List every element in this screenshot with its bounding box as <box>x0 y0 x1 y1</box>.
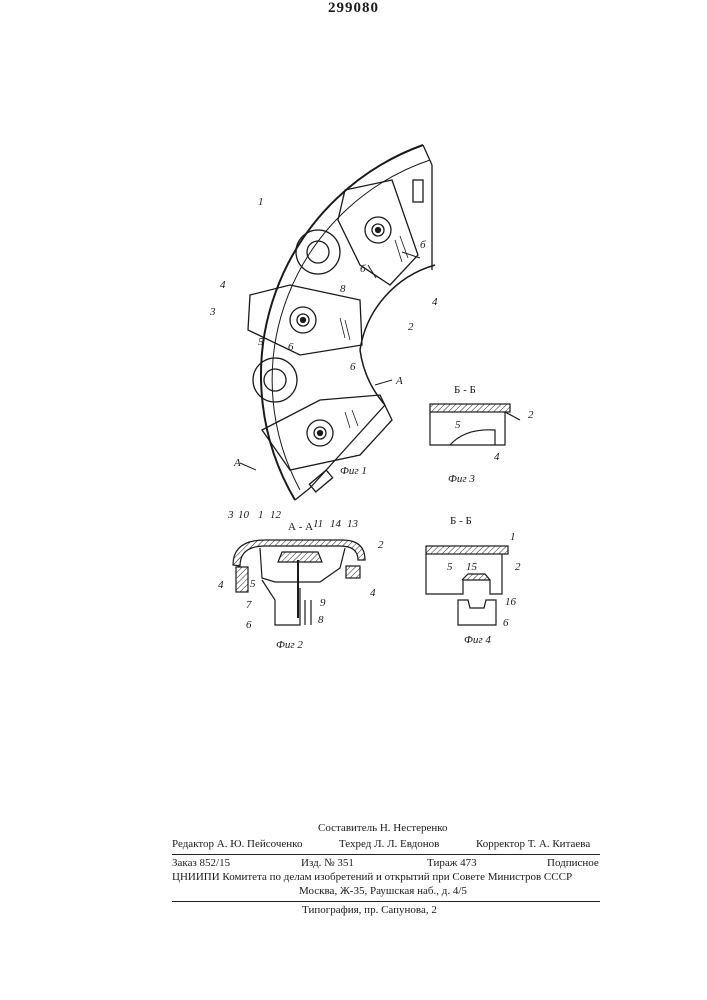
imprint-printing: Типография, пр. Сапунова, 2 <box>302 904 437 916</box>
svg-text:11: 11 <box>313 518 323 530</box>
figure-3 <box>430 404 520 445</box>
imprint-order: Заказ 852/15 <box>172 857 230 869</box>
svg-text:16: 16 <box>505 596 517 608</box>
figure-2-section-title: А - А <box>288 521 313 533</box>
svg-text:5: 5 <box>250 578 256 590</box>
svg-text:7: 7 <box>246 599 252 611</box>
svg-text:б: б <box>420 239 426 251</box>
imprint-circulation: Тираж 473 <box>427 857 477 869</box>
imprint-rule-bottom <box>172 901 600 902</box>
svg-text:2: 2 <box>515 561 521 573</box>
imprint-techred: Техред Л. Л. Евдонов <box>339 838 439 850</box>
svg-text:8: 8 <box>340 283 346 295</box>
svg-text:4: 4 <box>218 579 224 591</box>
imprint-edition: Изд. № 351 <box>301 857 354 869</box>
svg-text:6: 6 <box>246 619 252 631</box>
svg-text:2: 2 <box>528 409 534 421</box>
figure-3-caption: Фиг 3 <box>448 473 475 485</box>
svg-text:1: 1 <box>258 196 264 208</box>
imprint-institute: ЦНИИПИ Комитета по делам изобретений и о… <box>172 871 572 883</box>
svg-text:А: А <box>233 457 241 469</box>
svg-text:1: 1 <box>258 509 264 521</box>
svg-text:12: 12 <box>270 509 282 521</box>
svg-text:15: 15 <box>466 561 478 573</box>
svg-text:3: 3 <box>227 509 234 521</box>
svg-text:6: 6 <box>288 341 294 353</box>
svg-text:2: 2 <box>408 321 414 333</box>
svg-text:б: б <box>360 263 366 275</box>
figure-4 <box>426 546 508 625</box>
imprint-corrector: Корректор Т. А. Китаева <box>476 838 590 850</box>
svg-text:6: 6 <box>503 617 509 629</box>
svg-text:А: А <box>395 375 403 387</box>
svg-text:5: 5 <box>447 561 453 573</box>
svg-text:3: 3 <box>209 306 216 318</box>
imprint-rule-top <box>172 854 600 855</box>
svg-text:4: 4 <box>432 296 438 308</box>
svg-text:4: 4 <box>370 587 376 599</box>
svg-text:2: 2 <box>378 539 384 551</box>
svg-text:9: 9 <box>320 597 326 609</box>
svg-text:4: 4 <box>220 279 226 291</box>
figure-3-section-title: Б - Б <box>454 384 476 396</box>
figure-1 <box>240 145 435 500</box>
figure-2-caption: Фиг 2 <box>276 639 303 651</box>
imprint-address: Москва, Ж-35, Раушская наб., д. 4/5 <box>299 885 467 897</box>
figure-1-caption: Фиг 1 <box>340 465 367 477</box>
svg-text:5: 5 <box>258 336 264 348</box>
svg-text:10: 10 <box>238 509 250 521</box>
svg-text:13: 13 <box>347 518 359 530</box>
svg-text:5: 5 <box>455 419 461 431</box>
figure-4-section-title: Б - Б <box>450 515 472 527</box>
svg-text:6: 6 <box>350 361 356 373</box>
imprint-compiler: Составитель Н. Нестеренко <box>318 822 448 834</box>
figure-1-labels: 1 2 3 4 4 5 6 6 8 б б А А Фиг 1 <box>209 196 438 477</box>
svg-text:8: 8 <box>318 614 324 626</box>
svg-text:14: 14 <box>330 518 342 530</box>
imprint-subscription: Подписное <box>547 857 599 869</box>
figure-4-caption: Фиг 4 <box>464 634 491 646</box>
figure-3-labels: Б - Б 2 5 4 Фиг 3 <box>448 384 534 485</box>
svg-text:1: 1 <box>510 531 516 543</box>
imprint-editor: Редактор А. Ю. Пейсоченко <box>172 838 302 850</box>
svg-text:4: 4 <box>494 451 500 463</box>
